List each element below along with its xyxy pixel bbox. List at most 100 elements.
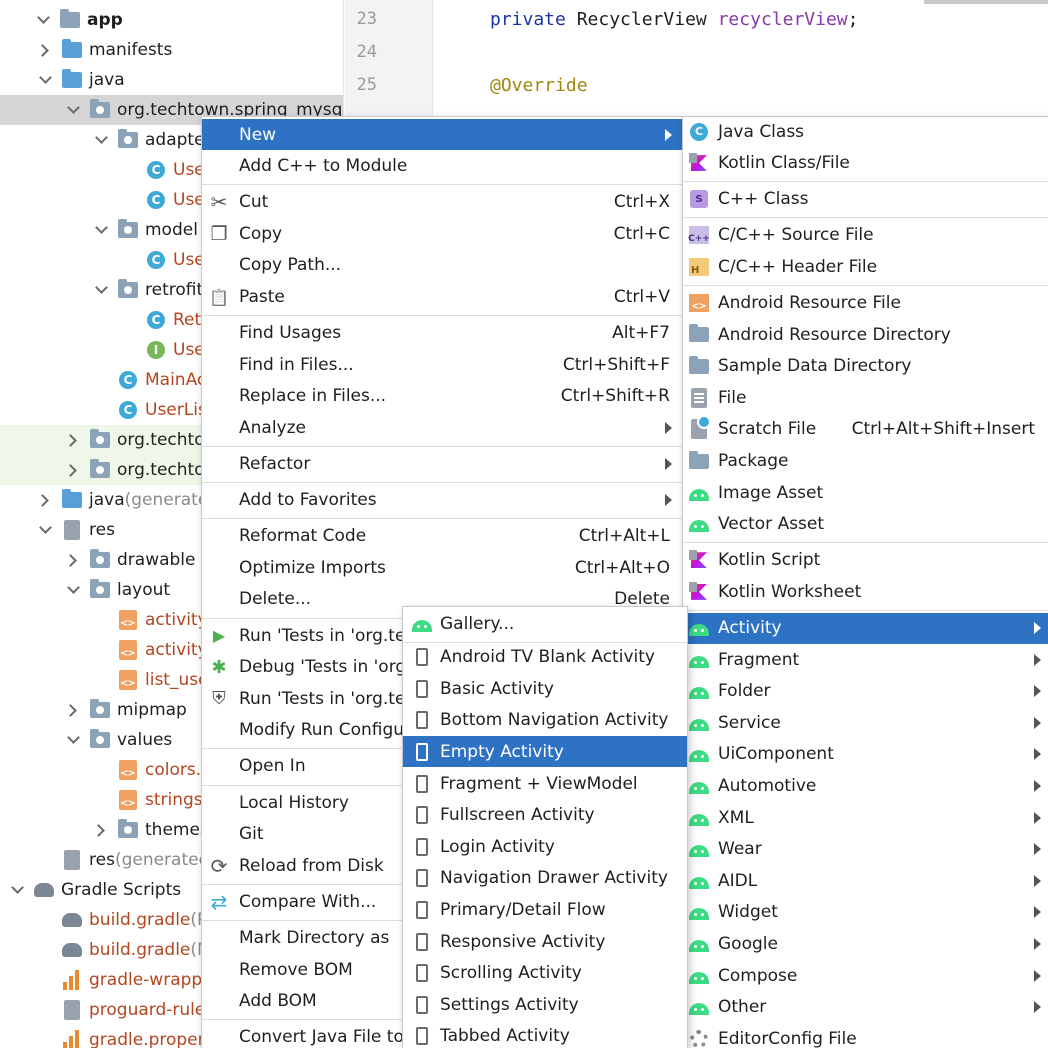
menu-item-folder[interactable]: Folder [683, 676, 1048, 707]
menu-item-uicomponent[interactable]: UiComponent [683, 739, 1048, 770]
menu-item-run-tests-in-org-tec[interactable]: ▶Run 'Tests in 'org.tec [202, 620, 682, 651]
menu-item-bottom-navigation-activity[interactable]: Bottom Navigation Activity [403, 705, 687, 736]
menu-item-convert-java-file-to[interactable]: Convert Java File to [202, 1022, 682, 1048]
tree-row[interactable]: proguard-rule [0, 995, 343, 1025]
tree-row[interactable]: Gradle Scripts [0, 875, 343, 905]
menu-item-add-c-to-module[interactable]: Add C++ to Module [202, 151, 682, 182]
tree-row[interactable]: java (generate [0, 485, 343, 515]
chevron-down-icon[interactable] [94, 283, 108, 297]
menu-item-scrolling-activity[interactable]: Scrolling Activity [403, 958, 687, 989]
chevron-down-icon[interactable] [66, 733, 80, 747]
chevron-down-icon[interactable] [38, 73, 52, 87]
chevron-down-icon[interactable] [38, 523, 52, 537]
menu-item-empty-activity[interactable]: Empty Activity [403, 736, 687, 768]
tree-row[interactable]: gradle-wrappe [0, 965, 343, 995]
menu-item-compare-with[interactable]: ⇄Compare With... [202, 886, 682, 917]
menu-item-new[interactable]: New [202, 119, 682, 150]
tree-row[interactable]: list_use [0, 665, 343, 695]
menu-item-widget[interactable]: Widget [683, 897, 1048, 928]
tree-row[interactable]: mipmap [0, 695, 343, 725]
tree-row[interactable]: colors.x [0, 755, 343, 785]
chevron-down-icon[interactable] [94, 223, 108, 237]
menu-item-basic-activity[interactable]: Basic Activity [403, 673, 687, 704]
menu-item-activity[interactable]: Activity [683, 612, 1048, 644]
menu-item-add-bom[interactable]: Add BOM [202, 986, 682, 1017]
menu-item-c-c-source-file[interactable]: C++C/C++ Source File [683, 220, 1048, 251]
menu-item-editorconfig-file[interactable]: EditorConfig File [683, 1023, 1048, 1048]
code-line[interactable]: @Override [490, 75, 588, 96]
menu-item-sample-data-directory[interactable]: Sample Data Directory [683, 351, 1048, 382]
tree-row[interactable]: drawable [0, 545, 343, 575]
menu-item-compose[interactable]: Compose [683, 960, 1048, 991]
menu-item-android-tv-blank-activity[interactable]: Android TV Blank Activity [403, 642, 687, 673]
menu-item-responsive-activity[interactable]: Responsive Activity [403, 926, 687, 957]
menu-item-google[interactable]: Google [683, 929, 1048, 960]
menu-item-replace-in-files[interactable]: Replace in Files...Ctrl+Shift+R [202, 381, 682, 412]
menu-item-kotlin-worksheet[interactable]: Kotlin Worksheet [683, 576, 1048, 607]
menu-item-delete[interactable]: Delete...Delete [202, 584, 682, 615]
chevron-down-icon[interactable] [66, 103, 80, 117]
menu-item-remove-bom[interactable]: Remove BOM [202, 954, 682, 985]
menu-item-automotive[interactable]: Automotive [683, 771, 1048, 802]
menu-item-fragment-viewmodel[interactable]: Fragment + ViewModel [403, 768, 687, 799]
tree-row[interactable]: gradle.proper [0, 1025, 343, 1048]
menu-item-reload-from-disk[interactable]: ⟳Reload from Disk [202, 850, 682, 881]
menu-item-add-to-favorites[interactable]: Add to Favorites [202, 485, 682, 516]
chevron-down-icon[interactable] [10, 883, 24, 897]
tree-row[interactable]: org.techtown.spring_mysql [0, 95, 343, 125]
tree-row[interactable]: activity [0, 605, 343, 635]
editor-scrollbar[interactable] [924, 0, 1048, 4]
chevron-right-icon[interactable] [66, 703, 80, 717]
menu-item-vector-asset[interactable]: Vector Asset [683, 509, 1048, 540]
menu-item-fragment[interactable]: Fragment [683, 644, 1048, 675]
chevron-down-icon[interactable] [94, 133, 108, 147]
menu-item-kotlin-script[interactable]: Kotlin Script [683, 545, 1048, 576]
menu-item-login-activity[interactable]: Login Activity [403, 831, 687, 862]
menu-item-package[interactable]: Package [683, 446, 1048, 477]
menu-item-navigation-drawer-activity[interactable]: Navigation Drawer Activity [403, 863, 687, 894]
chevron-right-icon[interactable] [66, 433, 80, 447]
tree-row[interactable]: app [0, 5, 343, 35]
chevron-down-icon[interactable] [36, 13, 50, 27]
menu-item-other[interactable]: Other [683, 992, 1048, 1023]
tree-row[interactable]: res (generated [0, 845, 343, 875]
tree-row[interactable]: adapte [0, 125, 343, 155]
chevron-right-icon[interactable] [66, 463, 80, 477]
tree-row[interactable]: layout [0, 575, 343, 605]
chevron-right-icon[interactable] [94, 823, 108, 837]
tree-row[interactable]: model [0, 215, 343, 245]
menu-item-refactor[interactable]: Refactor [202, 449, 682, 480]
menu-item-analyze[interactable]: Analyze [202, 412, 682, 443]
menu-item-open-in[interactable]: Open In [202, 751, 682, 782]
menu-item-local-history[interactable]: Local History [202, 787, 682, 818]
code-line[interactable]: private RecyclerView recyclerView; [490, 9, 858, 30]
menu-item-debug-tests-in-org[interactable]: ✱Debug 'Tests in 'org [202, 652, 682, 683]
menu-item-tabbed-activity[interactable]: Tabbed Activity [403, 1021, 687, 1048]
menu-item-git[interactable]: Git [202, 819, 682, 850]
chevron-down-icon[interactable] [66, 583, 80, 597]
menu-item-wear[interactable]: Wear [683, 834, 1048, 865]
tree-row[interactable]: manifests [0, 35, 343, 65]
menu-item-modify-run-configu[interactable]: Modify Run Configu [202, 715, 682, 746]
menu-item-aidl[interactable]: AIDL [683, 865, 1048, 896]
menu-item-android-resource-directory[interactable]: Android Resource Directory [683, 319, 1048, 350]
menu-item-copy-path[interactable]: Copy Path... [202, 250, 682, 281]
tree-row[interactable]: retrofit [0, 275, 343, 305]
chevron-right-icon[interactable] [66, 553, 80, 567]
menu-item-xml[interactable]: XML [683, 802, 1048, 833]
